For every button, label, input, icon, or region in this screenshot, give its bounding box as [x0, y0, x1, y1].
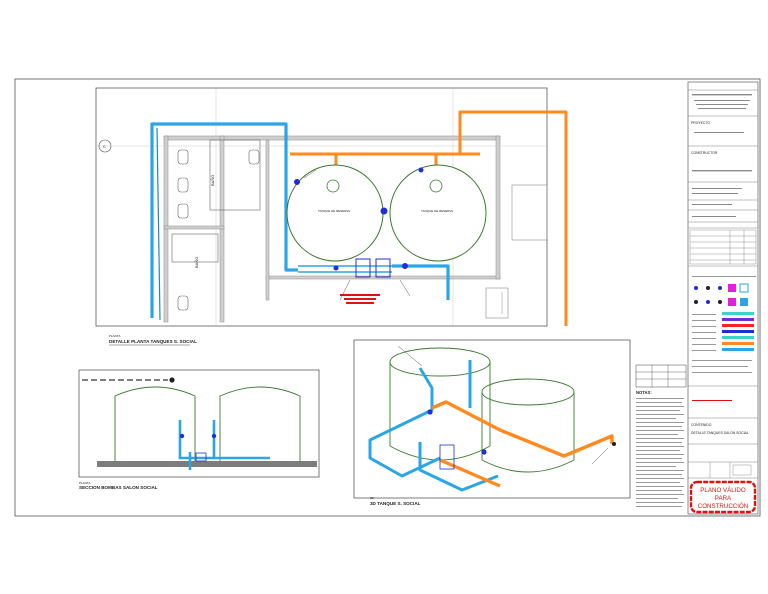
section-valves [169, 377, 217, 462]
notes-lines [636, 398, 684, 507]
iso-view: 3D 3D TANQUE S. SOCIAL [353, 339, 631, 506]
section-view: PLANTA SECCION BOMBAS SALON SOCIAL [78, 369, 320, 490]
section-pipes [178, 420, 270, 470]
title-block-sheet-cells [709, 462, 752, 478]
title-block-text-bars [692, 94, 752, 217]
plan-callouts [303, 169, 411, 301]
sheet-border [14, 78, 761, 517]
tank-1-manhole [326, 179, 340, 193]
notes-header: NOTAS: [636, 390, 652, 395]
title-block-legend [692, 276, 756, 373]
section-tank-1 [114, 386, 196, 461]
toilet-fixtures [171, 139, 261, 311]
title-block-table [689, 229, 757, 265]
room-label-1: BAÑO [210, 175, 215, 186]
tank-1 [286, 164, 384, 262]
iso-scale-note: 3D [370, 496, 375, 500]
iso-title: 3D TANQUE S. SOCIAL [370, 501, 421, 506]
plan-scale-note: PLANTA [109, 334, 120, 338]
tank-2-manhole [429, 179, 443, 193]
stamp-line-3: CONSTRUCCIÓN [698, 503, 749, 510]
title-block-description: DETALLE TANQUES SALON SOCIAL [691, 431, 749, 435]
title-block-constructor: CONSTRUCTOR [691, 151, 718, 155]
section-viewport-frame [78, 369, 320, 478]
legend-table [635, 364, 687, 388]
title-block-content: CONTENIDO [691, 423, 712, 427]
tank-2-label: TANQUE DE RESERVA [421, 209, 453, 213]
cold-water-pipes [150, 122, 450, 321]
title-block-red-bar [692, 400, 732, 401]
tank-1-label: TANQUE DE RESERVA [318, 209, 350, 213]
tank-2 [389, 164, 487, 262]
validity-stamp [689, 480, 757, 514]
title-block-project: PROYECTO [691, 121, 710, 125]
iso-viewport-frame [353, 339, 631, 499]
plan-valves [294, 167, 424, 278]
section-scale-note: PLANTA [79, 481, 90, 485]
iso-callouts [397, 345, 609, 465]
plan-title: DETALLE PLANTA TANQUES S. SOCIAL [109, 339, 197, 344]
cold-water-manifold [298, 265, 392, 273]
grid-bubble-label: C [103, 144, 106, 149]
notes-block: NOTAS: [635, 364, 687, 507]
iso-supply-pipes [431, 400, 614, 488]
room-label-2: BAÑO [194, 257, 199, 268]
iso-valves [427, 409, 616, 470]
grid-bubble [98, 139, 112, 153]
section-tank-2 [219, 386, 301, 461]
iso-cold-pipes [368, 360, 499, 492]
stamp-line-2: PARA [715, 495, 732, 502]
section-title: SECCION BOMBAS SALON SOCIAL [79, 485, 158, 490]
plan-red-note [340, 294, 380, 304]
iso-tank-2 [481, 378, 575, 473]
stamp-line-1: PLANO VÁLIDO [700, 487, 746, 494]
title-block: PROYECTO CONSTRUCTOR CONTENIDO [687, 81, 759, 515]
plan-view: C BAÑO BAÑO [95, 87, 568, 346]
section-slab [97, 461, 317, 467]
supply-pipes [290, 110, 568, 326]
